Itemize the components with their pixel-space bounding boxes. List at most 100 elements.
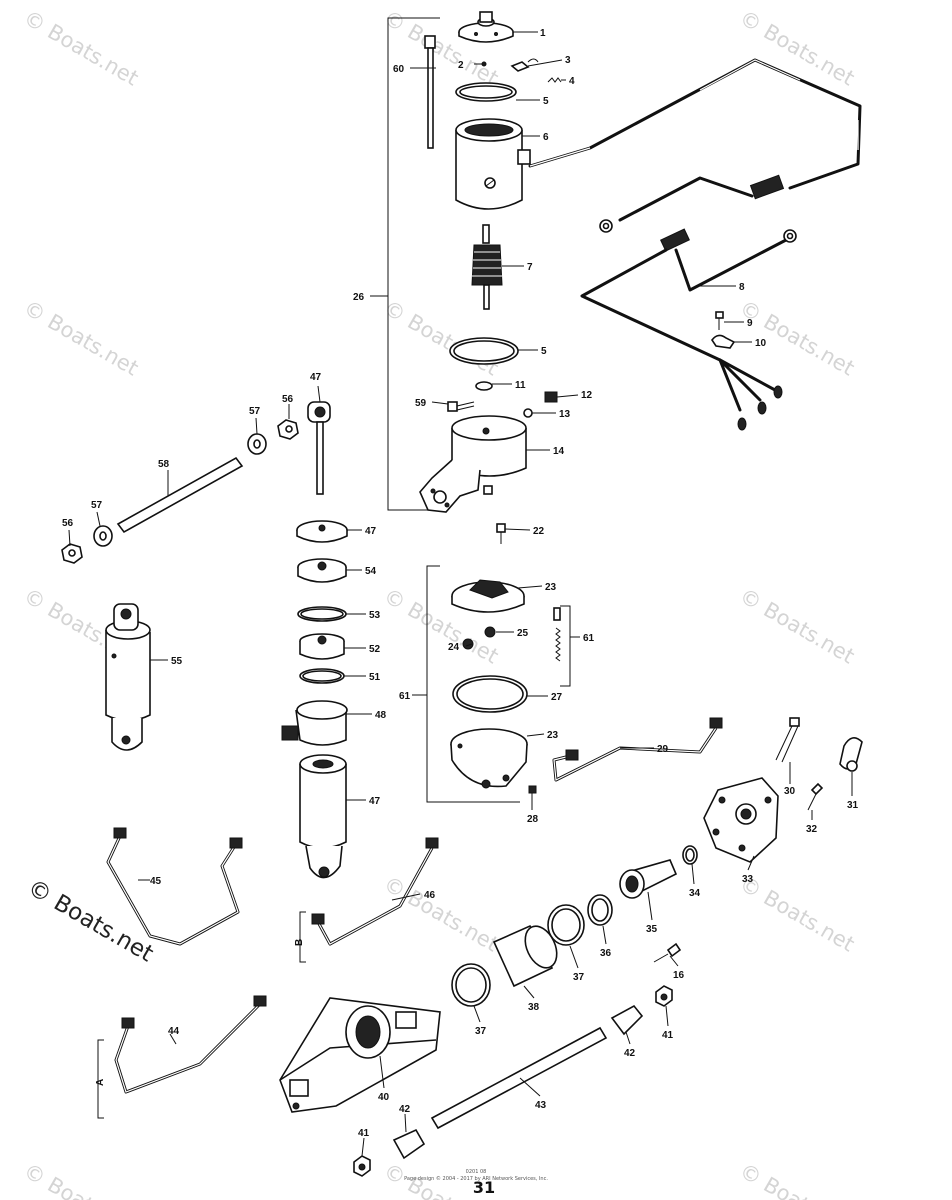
label-part-57: 57 [91,500,103,511]
piston-part-54 [297,558,347,583]
piston-part-35 [619,859,678,899]
screw-part-9 [715,311,724,330]
label-part-7: 7 [527,262,533,273]
o-ring-part-53 [297,606,347,622]
label-part-23: 23 [545,582,557,593]
check-ball-part-25 [484,626,496,638]
end-cap-part-33 [703,777,779,863]
label-part-42: 42 [399,1104,411,1115]
washer-part-13 [523,408,533,418]
screw-part-32 [807,782,824,811]
label-part-33: 33 [742,874,754,885]
label-part-29: 29 [657,744,669,755]
o-ring-part-34 [682,845,698,865]
footer-code: 0201 08 [466,1169,487,1175]
bracket-26 [370,17,440,511]
label-part-6: 6 [543,132,549,143]
label-B: B [294,939,305,946]
footer-copyright: Page design © 2004 - 2017 by ARI Network… [404,1175,548,1182]
label-part-31: 31 [847,800,859,811]
check-ball-part-24 [462,638,474,650]
label-part-41: 41 [358,1128,370,1139]
label-part-43: 43 [535,1100,547,1111]
clamp-part-10 [711,334,736,349]
o-ring-part-27 [452,675,528,713]
label-part-51: 51 [369,672,381,683]
pivot-rod-part-58 [116,456,244,534]
label-part-53: 53 [369,610,381,621]
label-part-16: 16 [673,970,685,981]
label-part-55: 55 [171,656,183,667]
label-part-4: 4 [569,76,575,87]
watermark: © Boats.net [20,1159,143,1200]
piston-part-52 [299,633,345,660]
screw-part-16 [653,942,682,963]
piston-rod-part-43 [430,1026,608,1130]
label-part-54: 54 [365,566,377,577]
label-part-28: 28 [527,814,539,825]
label-part-47: 47 [369,796,381,807]
fitting-part-42-right [610,1004,644,1036]
label-part-12: 12 [581,390,593,401]
label-part-14: 14 [553,446,565,457]
label-part-26: 26 [353,292,365,303]
screw-part-30 [775,717,800,763]
spring-part-4 [547,77,562,83]
armature-part-7 [471,224,503,310]
screw-part-22 [496,523,506,544]
watermark: © Boats.net [736,296,859,381]
page-number: 31 [473,1178,495,1197]
screw-part-59 [447,401,475,412]
nut-part-41-bottom [353,1155,371,1177]
fitting-part-12 [544,391,558,403]
label-part-46: 46 [424,890,436,901]
valve-cover-part-23-top [451,579,525,613]
o-ring-part-51 [299,668,345,684]
label-part-52: 52 [369,644,381,655]
label-part-22: 22 [533,526,545,537]
bracket-61 [412,565,520,803]
watermark: © Boats.net [736,872,859,957]
sleeve-part-38 [492,924,558,988]
label-A: A [95,1079,106,1086]
label-part-57: 57 [249,406,261,417]
o-ring-part-37-left [451,963,491,1007]
clamp-part-48 [281,700,348,746]
label-part-56: 56 [282,394,294,405]
washer-part-57-bottom [93,525,113,547]
cylinder-part-47-bottom [299,754,347,879]
nut-part-41-right [655,985,673,1007]
label-part-23: 23 [547,730,559,741]
tube-part-45 [106,827,243,946]
label-part-42: 42 [624,1048,636,1059]
label-part-8: 8 [739,282,745,293]
label-part-59: 59 [415,398,427,409]
label-part-25: 25 [517,628,529,639]
label-part-32: 32 [806,824,818,835]
cap-part-47-middle [296,520,348,543]
o-ring-part-36 [587,894,613,926]
nut-part-56-top [277,419,299,440]
label-part-24: 24 [448,642,460,653]
fitting-part-42-bottom [392,1128,426,1160]
cylinder-part-55 [105,603,151,751]
label-part-11: 11 [515,380,526,391]
footer: 0201 08 Page design © 2004 - 2017 by ARI… [404,1169,548,1197]
tube-part-29 [552,717,723,782]
washer-part-11 [475,381,493,391]
label-part-5: 5 [541,346,547,357]
motor-housing-part-6 [455,118,531,210]
label-part-27: 27 [551,692,563,703]
label-part-3: 3 [565,55,571,66]
label-part-45: 45 [150,876,162,887]
label-part-9: 9 [747,318,753,329]
part-labels: 1 2 3 4 5 6 7 8 9 10 5 11 12 13 14 60 26… [62,28,859,1139]
fitting-part-31 [839,737,863,772]
label-part-1: 1 [540,28,546,39]
label-part-2: 2 [458,60,464,71]
label-part-10: 10 [755,338,767,349]
watermark-main: © Boats.net [23,875,158,968]
label-part-13: 13 [559,409,571,420]
watermark: © Boats.net [380,872,503,957]
